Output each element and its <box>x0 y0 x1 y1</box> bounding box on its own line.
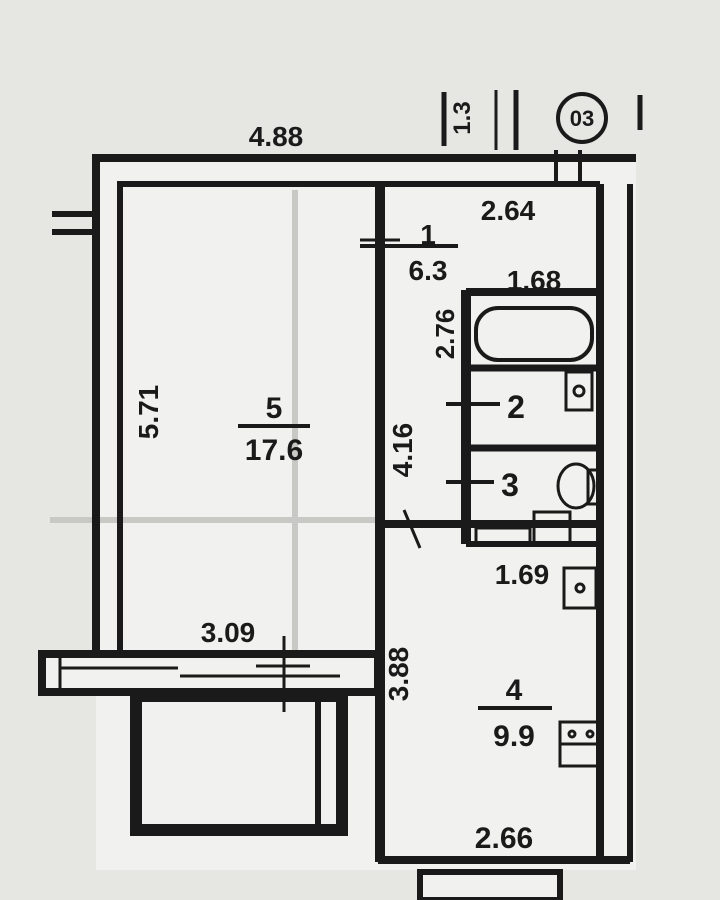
apartment-marker-label: 03 <box>570 106 594 131</box>
room-1: 1 6.3 <box>360 219 458 286</box>
washer-icon <box>474 510 572 546</box>
kitchen-sink-icon <box>562 566 598 610</box>
dim-2-66: 2.66 <box>475 822 533 855</box>
room-1-number: 1 <box>420 219 436 250</box>
dim-4-16: 4.16 <box>387 423 418 478</box>
room-5: 5 17.6 <box>238 392 310 467</box>
room-2: 2 <box>446 389 525 425</box>
room-2-number: 2 <box>507 389 525 425</box>
left-wall-stub <box>52 211 96 235</box>
stove-icon <box>558 720 604 768</box>
balcony <box>38 650 382 836</box>
sink-icon <box>564 370 594 412</box>
dim-5-71: 5.71 <box>133 385 164 440</box>
room-3-number: 3 <box>501 467 519 503</box>
dim-4-88: 4.88 <box>249 121 304 152</box>
room-4-area: 9.9 <box>493 720 535 753</box>
dim-3-09: 3.09 <box>201 617 256 648</box>
dim-2-76: 2.76 <box>430 309 460 360</box>
window-block <box>417 869 563 900</box>
toilet-icon <box>556 462 600 510</box>
room-4: 4 9.9 <box>478 674 552 753</box>
dim-3-88: 3.88 <box>383 647 414 702</box>
balcony-slab <box>40 652 380 692</box>
apartment-marker-circle <box>556 92 608 144</box>
dim-2-64: 2.64 <box>481 195 536 226</box>
bathtub-icon <box>474 306 594 362</box>
room-5-area: 17.6 <box>245 434 303 467</box>
room-4-number: 4 <box>506 674 523 707</box>
top-fragment-label: 1.3 <box>449 101 476 134</box>
dimension-ticks <box>256 238 422 712</box>
top-right-fragment <box>441 90 643 186</box>
room-3: 3 <box>446 467 519 503</box>
room-1-area: 6.3 <box>409 255 448 286</box>
room-5-number: 5 <box>266 392 283 425</box>
dim-1-68: 1.68 <box>507 265 562 296</box>
dim-1-69: 1.69 <box>495 559 550 590</box>
apartment-interior <box>96 158 636 870</box>
